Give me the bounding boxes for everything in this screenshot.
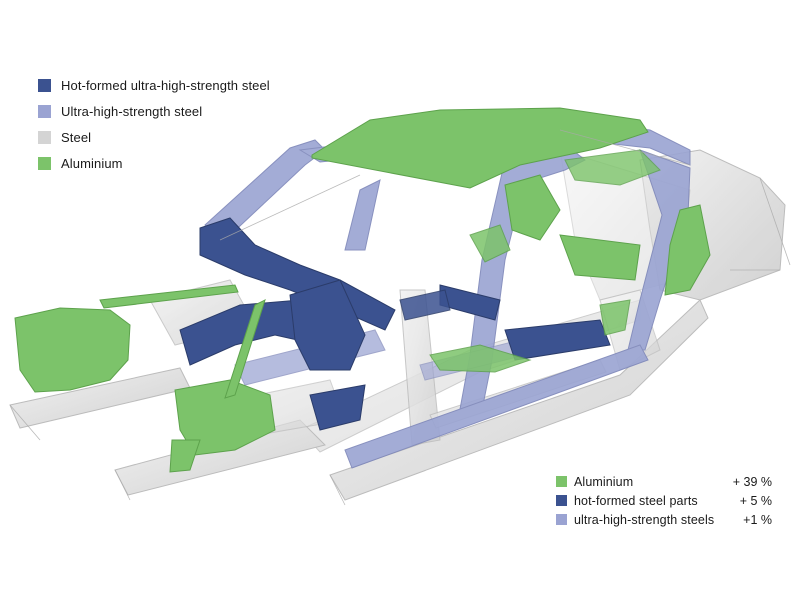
change-label: ultra-high-strength steels <box>574 512 715 527</box>
legend-swatch <box>38 78 51 92</box>
legend-item-aluminium: Aluminium <box>38 150 270 176</box>
material-legend: Hot-formed ultra-high-strength steel Ult… <box>38 72 270 176</box>
structure-outlines <box>9 129 791 506</box>
change-value: + 5 % <box>739 493 772 508</box>
legend-swatch <box>38 104 51 118</box>
legend-swatch <box>556 495 567 506</box>
material-change-legend: Aluminium + 39 % hot-formed steel parts … <box>556 472 772 529</box>
legend-swatch <box>556 476 567 487</box>
change-value: + 39 % <box>732 474 772 489</box>
legend-swatch <box>38 130 51 144</box>
legend-item-steel: Steel <box>38 124 270 150</box>
change-label: hot-formed steel parts <box>574 493 698 508</box>
change-label: Aluminium <box>574 474 634 489</box>
legend-label: Ultra-high-strength steel <box>61 103 203 119</box>
legend-label: Hot-formed ultra-high-strength steel <box>61 77 270 93</box>
legend-swatch <box>556 514 567 525</box>
change-item-aluminium: Aluminium + 39 % <box>556 472 772 491</box>
change-value: +1 % <box>743 512 772 527</box>
hot-formed-steel-parts <box>179 217 611 431</box>
change-item-hot-formed: hot-formed steel parts + 5 % <box>556 491 772 510</box>
legend-label: Aluminium <box>61 155 123 171</box>
legend-swatch <box>38 156 51 170</box>
legend-item-hot-formed: Hot-formed ultra-high-strength steel <box>38 72 270 98</box>
change-item-ultra-high-strength: ultra-high-strength steels +1 % <box>556 510 772 529</box>
legend-label: Steel <box>61 129 92 145</box>
legend-item-ultra-high-strength: Ultra-high-strength steel <box>38 98 270 124</box>
aluminium-parts <box>14 107 711 473</box>
